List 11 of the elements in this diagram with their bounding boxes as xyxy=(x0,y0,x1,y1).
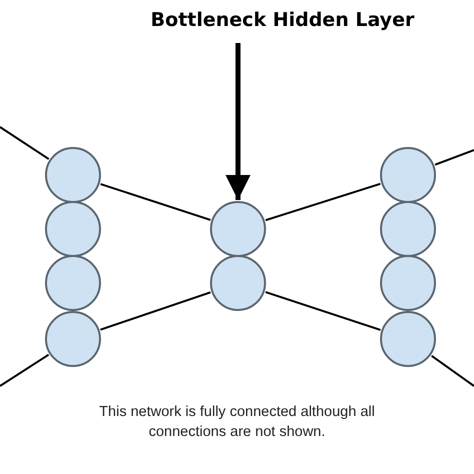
connection-line xyxy=(0,126,50,160)
connection-line xyxy=(100,291,211,331)
connection-line xyxy=(100,183,211,221)
connection-line xyxy=(434,149,474,166)
caption: This network is fully connected although all connections are not shown. xyxy=(98,403,376,442)
arrow xyxy=(226,43,250,200)
connection-line xyxy=(265,182,381,222)
connection-line xyxy=(0,354,50,387)
connection-line xyxy=(431,355,474,387)
layer-label: Bottleneck Hidden Layer xyxy=(110,5,455,35)
connection-line xyxy=(265,291,381,331)
